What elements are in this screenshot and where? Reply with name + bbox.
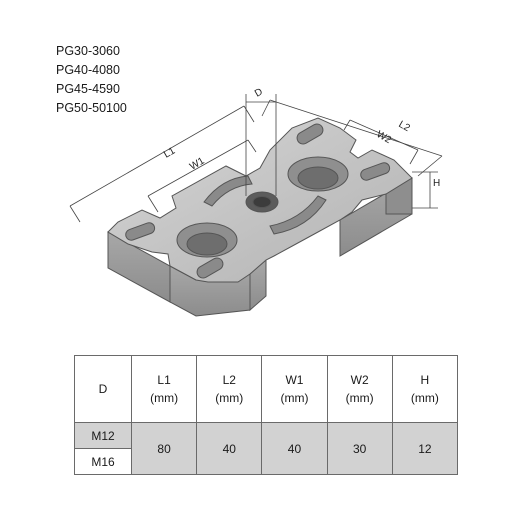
part-drawing: L1 W1 D L2 W2 H [69, 86, 443, 317]
dimension-lines [69, 94, 443, 223]
value-cell-w1: 40 [261, 422, 328, 475]
value-cell-w2: 30 [326, 422, 393, 475]
dim-label-w1: W1 [188, 155, 207, 172]
model-name: PG40-4080 [56, 63, 120, 77]
arc-slot-upper [203, 175, 253, 207]
table-header-w2: W2(mm) [326, 355, 393, 423]
thread-size-cell: M16 [74, 448, 132, 475]
table-row: M12 80 40 40 30 12 [74, 422, 459, 475]
model-name: PG30-3060 [56, 44, 120, 58]
dim-label-l1: L1 [162, 145, 178, 160]
table-row: M16 [74, 448, 458, 475]
slot-left [125, 222, 156, 241]
table-header-l1: L1(mm) [130, 355, 198, 423]
table-header-d: D [74, 355, 132, 423]
thread-size-cell: M12 [74, 422, 132, 449]
slot-front [196, 257, 224, 279]
model-name: PG50-50100 [56, 101, 127, 115]
model-list: PG30-3060 PG40-4080 PG45-4590 PG50-50100 [56, 42, 127, 118]
table-header-l2: L2(mm) [196, 355, 263, 423]
part-features [125, 123, 391, 279]
table-header-w1: W1(mm) [261, 355, 328, 423]
slot-back [296, 123, 324, 145]
arc-slot-lower [269, 195, 327, 235]
dim-label-d: D [253, 86, 265, 99]
dimension-table: D L1(mm) L2(mm) W1(mm) W2(mm) H(mm) M12 … [74, 355, 459, 475]
value-cell-l2: 40 [196, 422, 263, 475]
slot-right [360, 162, 391, 181]
table-header-row: D L1(mm) L2(mm) W1(mm) W2(mm) H(mm) [74, 355, 459, 423]
dim-label-h: H [433, 178, 440, 189]
value-cell-h: 12 [391, 422, 459, 475]
table-header-h: H(mm) [391, 355, 459, 423]
value-cell-l1: 80 [130, 422, 198, 475]
model-name: PG45-4590 [56, 82, 120, 96]
dim-label-l2: L2 [397, 119, 413, 134]
